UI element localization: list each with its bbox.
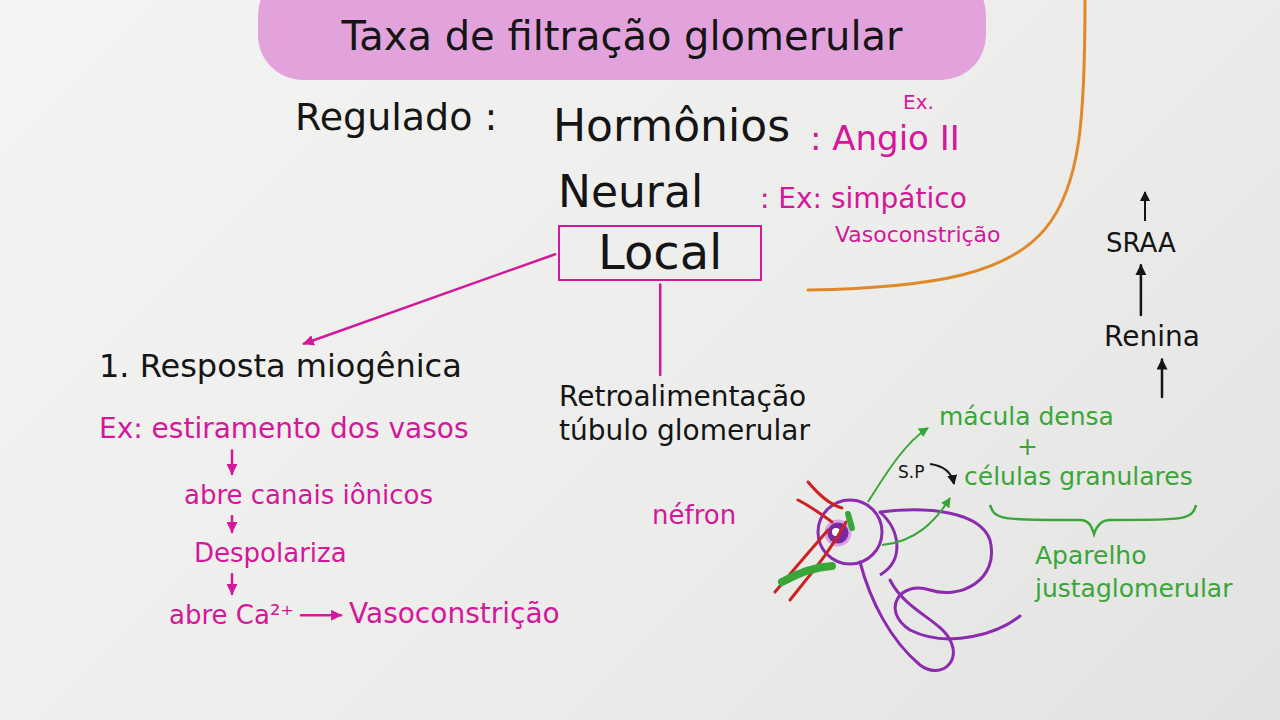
step-text: Vasoconstrição xyxy=(345,595,564,633)
part-group: mácula densa+células granulares xyxy=(935,400,1197,494)
title: Taxa de filtração glomerular xyxy=(258,12,986,60)
leader-line xyxy=(868,428,928,502)
connector-arrow xyxy=(231,574,234,594)
connector-arrow xyxy=(1140,265,1143,315)
step-title: 1. Resposta miogênica xyxy=(95,345,466,387)
leader-line xyxy=(930,464,954,484)
category-label: Hormônios xyxy=(553,100,790,153)
boxed-node-text: Local xyxy=(598,227,722,277)
part-group-text: mácula densa xyxy=(939,402,1193,432)
part-label: Aparelho justaglomerular xyxy=(1035,540,1270,605)
step-title: Retroalimentação túbulo glomerular xyxy=(555,378,863,449)
connector-arrow xyxy=(659,284,662,375)
note-label: Ex. xyxy=(903,90,934,114)
category-label: Neural xyxy=(558,166,703,219)
connector-arrow xyxy=(304,254,555,344)
system-node: SRAA xyxy=(1102,226,1180,261)
part-group-text: + xyxy=(1017,432,1193,462)
efferent-arteriole xyxy=(808,482,842,508)
step-text: Ex: estiramento dos vasos xyxy=(95,410,473,448)
step-text-text: abre canais iônicos xyxy=(184,480,433,511)
efferent-arteriole xyxy=(798,500,832,522)
connector-arrow xyxy=(301,614,341,617)
afferent-arteriole xyxy=(790,522,846,600)
example-label: : Angio II xyxy=(810,118,960,159)
step-text-text: Despolariza xyxy=(194,538,347,569)
connector-arrow xyxy=(1161,360,1164,397)
step-text: Despolariza xyxy=(190,536,351,571)
note-label: S.P xyxy=(898,462,924,482)
macula-densa xyxy=(848,514,852,528)
part-group-text: células granulares xyxy=(964,462,1193,492)
tubule xyxy=(880,510,1020,639)
step-title-text: Retroalimentação túbulo glomerular xyxy=(559,380,859,447)
hormone-node: Renina xyxy=(1100,318,1204,356)
bracket xyxy=(990,505,1196,534)
leader-line xyxy=(882,498,950,545)
example-label: : Ex: simpático xyxy=(760,182,967,216)
granular-cells xyxy=(782,566,832,582)
step-text: abre canais iônicos xyxy=(180,478,437,513)
part-label: néfron xyxy=(652,500,736,531)
example-label: Vasoconstrição xyxy=(835,222,1001,248)
hormone-node-text: Renina xyxy=(1104,320,1200,354)
step-text-text: Ex: estiramento dos vasos xyxy=(99,412,469,446)
up-arrow xyxy=(1144,192,1146,221)
step-text-text: abre Ca²⁺ xyxy=(169,600,294,631)
step-text: abre Ca²⁺ xyxy=(165,598,298,633)
connector-arrow xyxy=(231,516,234,532)
glomerulus xyxy=(826,521,850,545)
step-title-text: 1. Resposta miogênica xyxy=(99,347,462,385)
title-band xyxy=(258,0,986,80)
system-node-text: SRAA xyxy=(1106,228,1176,259)
heading-label: Regulado : xyxy=(295,95,497,141)
connector-arrow xyxy=(231,451,234,474)
step-text-text: Vasoconstrição xyxy=(349,597,560,631)
loop-of-henle xyxy=(860,562,953,671)
boxed-node: Local xyxy=(558,225,762,281)
